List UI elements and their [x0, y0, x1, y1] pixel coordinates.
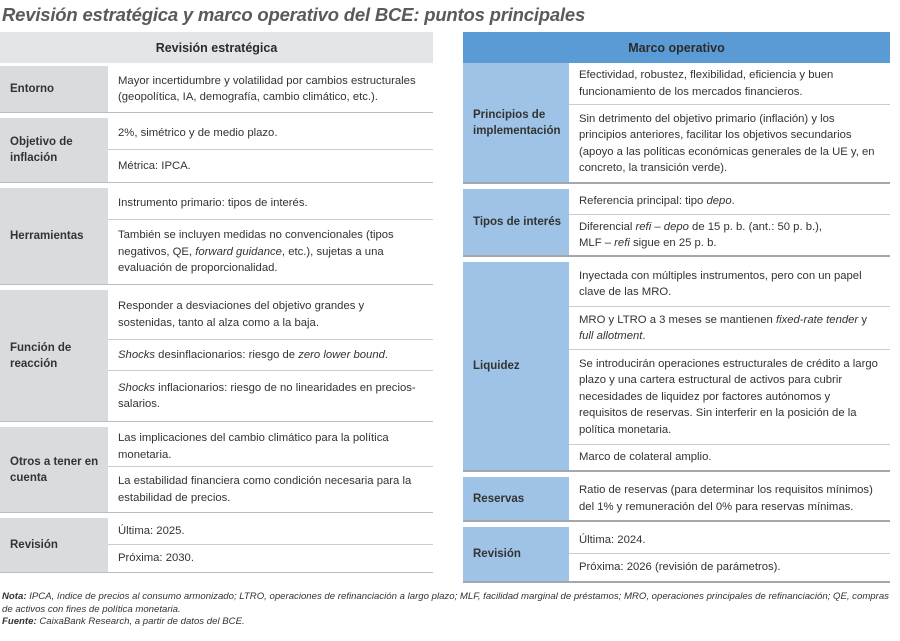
row-label: Reservas: [463, 477, 569, 520]
row-cell: Diferencial refi – depo de 15 p. b. (ant…: [579, 220, 823, 249]
row-cell: Ratio de reservas (para determinar los r…: [579, 484, 873, 513]
row-tipos: Tipos de interés Referencia principal: t…: [463, 189, 890, 257]
strategic-review-panel: Revisión estratégica Entorno Mayor incer…: [0, 32, 433, 573]
row-cell: Shocks inflacionarios: riesgo de no line…: [118, 381, 416, 410]
row-herramientas: Herramientas Instrumento primario: tipos…: [0, 188, 433, 285]
row-cell: Efectividad, robustez, flexibilidad, efi…: [569, 63, 890, 105]
row-cell: Instrumento primario: tipos de interés.: [108, 188, 433, 220]
row-cell: Shocks desinflacionarios: riesgo de zero…: [108, 340, 433, 371]
source-label: Fuente:: [2, 616, 37, 628]
row-cell: También se incluyen medidas no convencio…: [118, 229, 394, 275]
row-otros: Otros a tener en cuenta Las implicacione…: [0, 427, 433, 513]
row-cell: Métrica: IPCA.: [118, 159, 191, 172]
row-revision-left: Revisión Última: 2025. Próxima: 2030.: [0, 518, 433, 573]
row-cell: 2%, simétrico y de medio plazo.: [108, 118, 433, 150]
row-cell: Responder a desviaciones del objetivo gr…: [108, 290, 433, 340]
row-cell: La estabilidad financiera como condición…: [118, 475, 412, 504]
row-principios: Principios de implementación Efectividad…: [463, 63, 890, 184]
row-label: Revisión: [463, 527, 569, 581]
source-line: Fuente: CaixaBank Research, a partir de …: [2, 616, 892, 629]
footnotes: Nota: IPCA, índice de precios al consumo…: [2, 591, 892, 629]
row-liquidez: Liquidez Inyectada con múltiples instrum…: [463, 262, 890, 472]
strategic-review-header: Revisión estratégica: [0, 32, 433, 63]
row-label: Herramientas: [0, 188, 108, 284]
page-title: Revisión estratégica y marco operativo d…: [2, 4, 586, 25]
note-label: Nota:: [2, 591, 27, 602]
row-cell: Próxima: 2026 (revisión de parámetros).: [579, 561, 781, 574]
row-cell: Las implicaciones del cambio climático p…: [108, 427, 433, 467]
row-reservas: Reservas Ratio de reservas (para determi…: [463, 477, 890, 522]
row-label: Otros a tener en cuenta: [0, 427, 108, 512]
row-label: Revisión: [0, 518, 108, 572]
row-funcion: Función de reacción Responder a desviaci…: [0, 290, 433, 422]
row-cell: Próxima: 2030.: [118, 552, 194, 565]
row-cell: Sin detrimento del objetivo primario (in…: [579, 112, 875, 174]
row-objetivo: Objetivo de inflación 2%, simétrico y de…: [0, 118, 433, 183]
row-label: Tipos de interés: [463, 189, 569, 255]
note-line: Nota: IPCA, índice de precios al consumo…: [2, 591, 892, 616]
row-label: Liquidez: [463, 262, 569, 470]
operational-framework-header: Marco operativo: [463, 32, 890, 63]
note-text: IPCA, índice de precios al consumo armon…: [2, 591, 889, 615]
row-cell: Referencia principal: tipo depo.: [569, 189, 890, 215]
row-entorno: Entorno Mayor incertidumbre y volatilida…: [0, 66, 433, 113]
operational-framework-panel: Marco operativo Principios de implementa…: [463, 32, 890, 583]
row-revision-right: Revisión Última: 2024. Próxima: 2026 (re…: [463, 527, 890, 583]
row-cell: Última: 2024.: [569, 527, 890, 554]
row-label: Principios de implementación: [463, 63, 569, 182]
row-label: Función de reacción: [0, 290, 108, 421]
row-label: Objetivo de inflación: [0, 118, 108, 182]
row-cell: Marco de colateral amplio.: [579, 451, 712, 464]
row-cell: Se introducirán operaciones estructurale…: [569, 350, 890, 445]
row-cell: Inyectada con múltiples instrumentos, pe…: [569, 262, 890, 307]
source-text: CaixaBank Research, a partir de datos de…: [39, 616, 245, 628]
row-label: Entorno: [0, 66, 108, 112]
row-cell: Mayor incertidumbre y volatilidad por ca…: [118, 74, 416, 103]
row-cell: Última: 2025.: [108, 518, 433, 545]
row-cell: MRO y LTRO a 3 meses se mantienen fixed-…: [569, 307, 890, 350]
